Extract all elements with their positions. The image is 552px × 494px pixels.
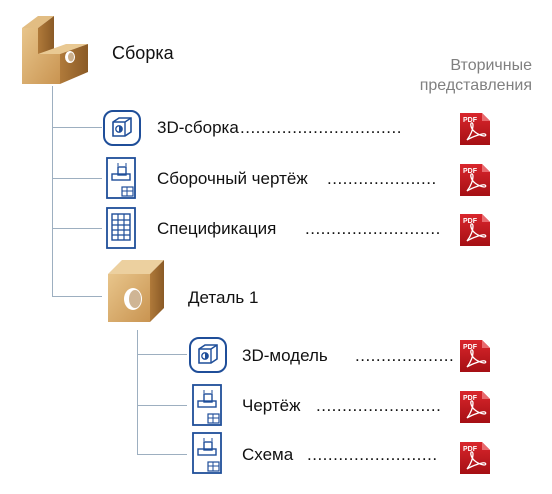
part-block-icon [100,256,176,328]
drawing-icon [192,384,222,426]
part-item-3d-leader: ................... [355,346,455,365]
assembly-block-icon [16,14,92,88]
assembly-item-drawing-leader: ..................... [327,169,437,188]
spec-table-icon [106,207,136,249]
assembly-item-spec-label: Спецификация [157,219,277,238]
part-item-scheme-leader: ......................... [307,445,438,464]
svg-text:PDF: PDF [463,117,478,124]
part-item-3d-label: 3D-модель [242,346,328,365]
tree-branch-1 [52,127,102,128]
header-line-1: Вторичные [450,57,532,74]
assembly-item-spec-leader: .......................... [305,219,441,238]
pdf-icon: PDF [458,111,492,145]
assembly-item-3d-leader: ............................... [240,118,402,137]
svg-text:PDF: PDF [463,446,478,453]
root-assembly-label: Сборка [112,43,174,63]
header-line-2: представления [419,77,532,94]
tree-branch-5 [137,354,187,355]
svg-text:PDF: PDF [463,395,478,402]
tree-branch-2 [52,178,102,179]
pdf-icon: PDF [458,338,492,372]
assembly-item-drawing-label: Сборочный чертёж [157,169,308,188]
tree-branch-6 [137,405,187,406]
svg-text:PDF: PDF [463,218,478,225]
3d-model-icon [188,336,228,374]
svg-text:PDF: PDF [463,168,478,175]
part-item-scheme-label: Схема [242,445,294,464]
pdf-icon: PDF [458,212,492,246]
svg-text:PDF: PDF [463,344,478,351]
tree-line-part-vertical [137,330,138,454]
assembly-item-3d-label: 3D-сборка [157,118,239,137]
pdf-icon: PDF [458,389,492,423]
part-item-drawing-leader: ........................ [316,396,442,415]
tree-line-main-vertical [52,86,53,296]
secondary-representations-header: Вторичные представления [400,56,532,96]
part-item-drawing-label: Чертёж [242,396,301,415]
tree-branch-3 [52,228,102,229]
part-label: Деталь 1 [188,288,259,307]
tree-branch-4 [52,296,102,297]
tree-branch-7 [137,454,187,455]
pdf-icon: PDF [458,440,492,474]
drawing-icon [192,432,222,474]
drawing-icon [106,157,136,199]
pdf-icon: PDF [458,162,492,196]
3d-model-icon [102,109,142,147]
